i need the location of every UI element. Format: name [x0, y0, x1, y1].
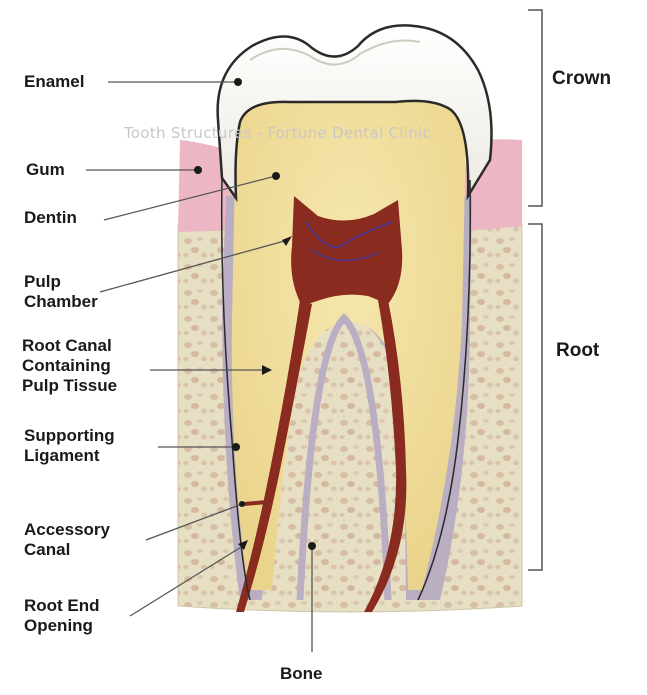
section-root: Root	[556, 340, 599, 362]
label-enamel: Enamel	[24, 72, 84, 92]
label-dentin: Dentin	[24, 208, 77, 228]
watermark-text: Tooth Structures - Fortune Dental Clinic	[124, 124, 431, 142]
crown-bracket	[528, 10, 542, 206]
accessory-canal-shape	[244, 502, 268, 504]
label-gum: Gum	[26, 160, 65, 180]
root-bracket	[528, 224, 542, 570]
label-bone: Bone	[280, 664, 323, 684]
section-crown: Crown	[552, 68, 611, 90]
